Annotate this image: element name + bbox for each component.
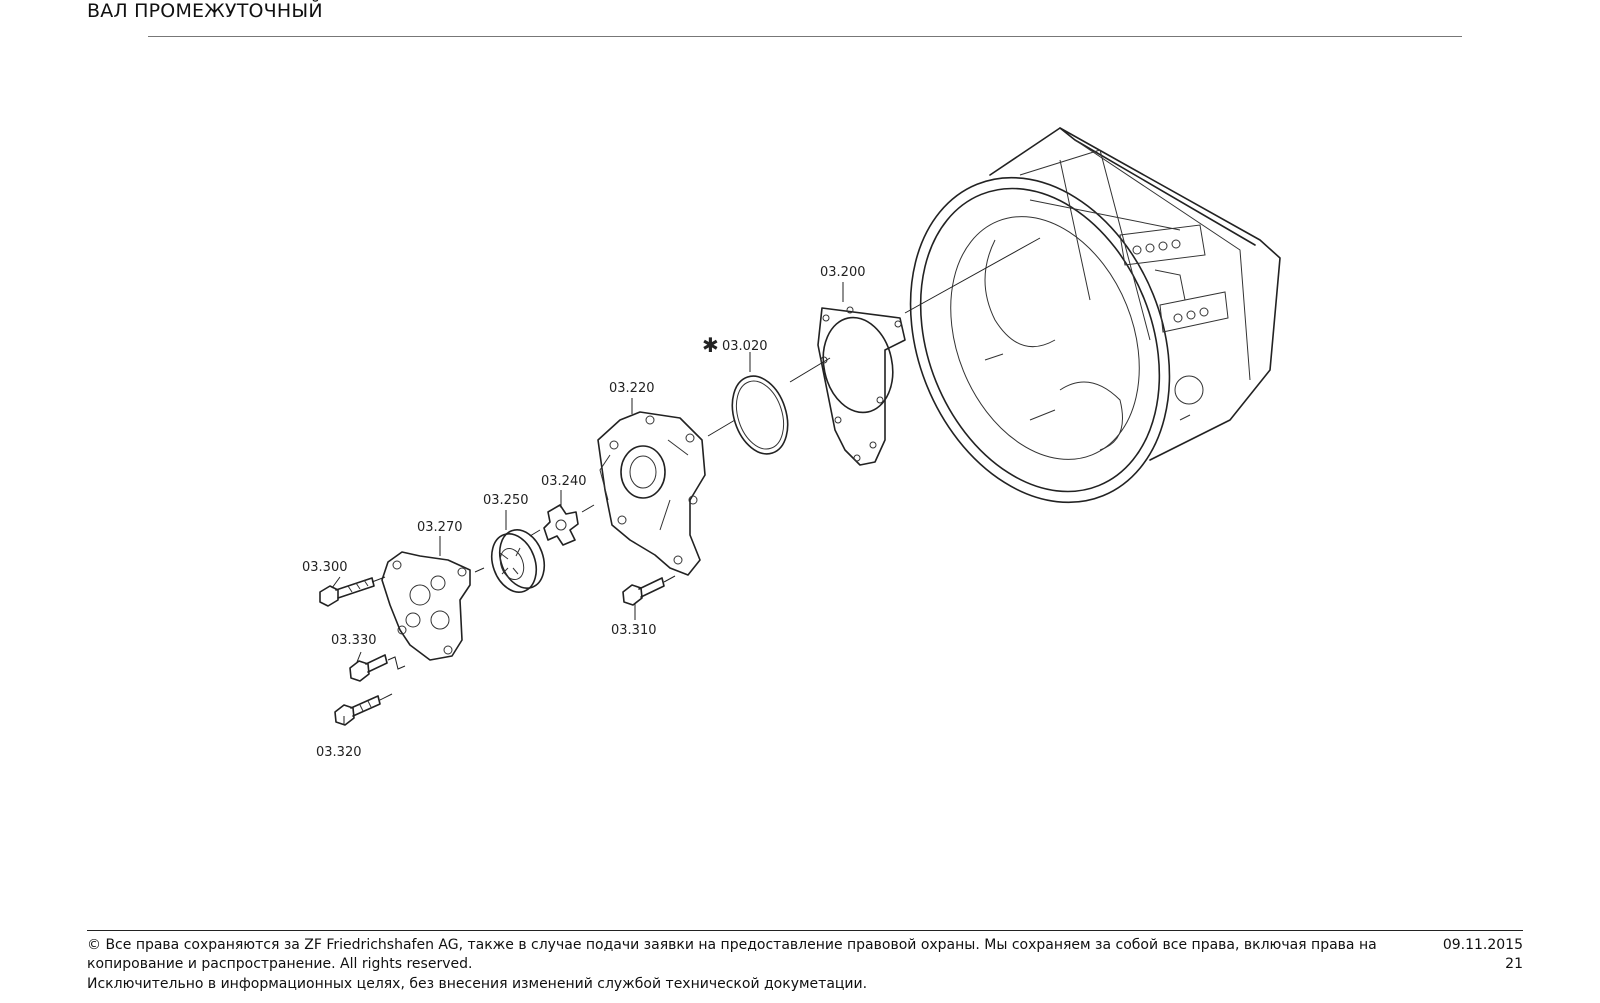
gasket-03-200 [817,306,906,466]
label-03-250: 03.250 [483,493,529,508]
label-03-310: 03.310 [611,623,657,638]
bolt-03-310 [622,577,665,606]
footer-copyright: © Все права сохраняются за ZF Friedrichs… [87,937,1377,972]
bolt-03-320 [334,695,381,726]
bolt-03-330 [349,654,388,682]
label-03-200: 03.200 [820,265,866,280]
leader-lines [331,282,844,725]
label-03-330: 03.330 [331,633,377,648]
label-03-270: 03.270 [417,520,463,535]
label-03-020: 03.020 [722,339,768,354]
rotor-03-240 [543,504,579,546]
o-ring-03-020 [731,375,789,455]
footer-date: 09.11.2015 [1442,937,1523,953]
assembly-axis [371,237,1041,701]
label-03-240: 03.240 [541,474,587,489]
page-title: ВАЛ ПРОМЕЖУТОЧНЫЙ [87,0,323,22]
pump-ring-03-250 [490,529,546,593]
footer-disclaimer: Исключительно в информационных целях, бе… [87,976,868,992]
bolt-03-300 [319,577,375,607]
pump-cover-03-270 [381,551,471,661]
label-03-320: 03.320 [316,745,362,760]
star-marker: ✱ [702,333,719,357]
label-03-300: 03.300 [302,560,348,575]
page-number: 21 [1505,956,1523,972]
transmission-housing [909,127,1281,504]
footer-divider [87,930,1523,931]
cover-03-220 [597,411,706,576]
header-divider [148,36,1462,37]
label-03-220: 03.220 [609,381,655,396]
